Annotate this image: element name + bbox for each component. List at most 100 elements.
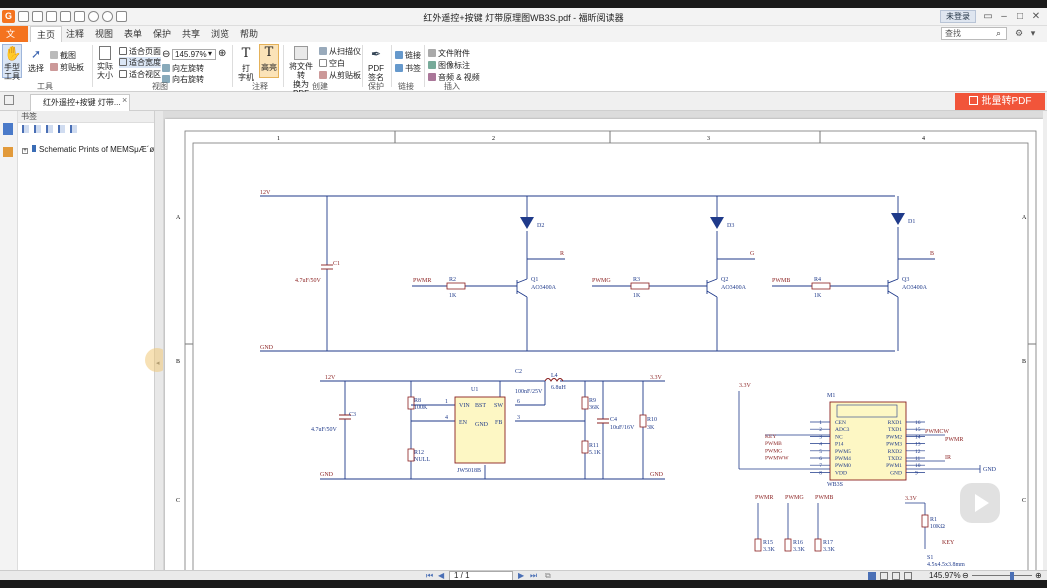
highlight-button[interactable]: T 高亮	[259, 44, 279, 78]
customize-icon[interactable]	[116, 11, 127, 22]
close-icon[interactable]: ✕	[1031, 11, 1041, 22]
search-input[interactable]: 查找	[941, 27, 1007, 40]
audio-video-button[interactable]: 音频 & 视频	[428, 72, 480, 83]
menu-file[interactable]: 文件	[0, 26, 28, 55]
batch-convert-button[interactable]: 批量转PDF	[955, 93, 1045, 110]
continuous-view-icon[interactable]	[880, 572, 888, 580]
cover-view-icon[interactable]	[904, 572, 912, 580]
resistor-r2	[446, 282, 466, 290]
bookmark-item[interactable]: +Schematic Prints of MEMSμÆ´ø.SchD	[22, 145, 176, 154]
zoom-out-icon[interactable]: ⊖	[162, 49, 171, 60]
file-attachment-button[interactable]: 文件附件	[428, 48, 470, 59]
fit-width-button[interactable]: 适合宽度	[119, 57, 161, 68]
zoom-dropdown-icon[interactable]: ▾	[208, 49, 213, 58]
vertical-scrollbar[interactable]	[1043, 111, 1047, 571]
document-tab[interactable]: 红外遥控+按键 灯带...	[30, 94, 130, 111]
prev-page-icon[interactable]: ◀	[438, 571, 445, 580]
divider	[232, 45, 233, 87]
minimize-icon[interactable]: –	[1001, 11, 1007, 22]
typewriter-button[interactable]: T 打 字机	[236, 46, 256, 82]
zoom-in-icon[interactable]: ⊕	[218, 48, 227, 59]
print-icon[interactable]	[46, 11, 57, 22]
open-icon[interactable]	[18, 11, 29, 22]
bookmark-demote-icon[interactable]	[70, 125, 77, 133]
login-button[interactable]: 未登录	[940, 10, 976, 23]
fit-visible-button[interactable]: 适合视区	[119, 69, 161, 80]
save-icon[interactable]	[32, 11, 43, 22]
chevron-down-icon[interactable]: ▾	[1030, 28, 1036, 38]
zoom-slider-thumb[interactable]	[1010, 572, 1014, 580]
panel-splitter[interactable]: ◂	[155, 111, 163, 580]
email-icon[interactable]	[60, 11, 71, 22]
buck-converter-wires	[320, 380, 665, 480]
search-icon[interactable]: ⌕	[996, 28, 1002, 38]
select-button[interactable]: ➚ 选择	[26, 46, 46, 73]
tab-list-icon[interactable]	[4, 95, 14, 105]
module-left-pin-number: 2	[819, 427, 822, 433]
zoom-out-icon[interactable]: ⊖	[962, 571, 969, 580]
module-right-pin-name: PWM2	[886, 434, 902, 440]
tab-close-icon[interactable]: ×	[122, 95, 128, 105]
tab-view[interactable]: 视图	[95, 29, 114, 39]
zoom-slider[interactable]	[972, 575, 1032, 576]
bookmark-delete-icon[interactable]	[46, 125, 53, 133]
facing-view-icon[interactable]	[892, 572, 900, 580]
create-group-label: 创建	[312, 82, 328, 91]
image-annotation-label: 图像标注	[438, 61, 470, 70]
settings-gear-icon[interactable]: ⚙	[1014, 28, 1024, 38]
fit-page-button[interactable]: 适合页面	[119, 46, 161, 57]
zoom-level-field[interactable]: 145.97%	[172, 49, 216, 60]
blank-button[interactable]: 空白	[319, 58, 345, 69]
new-icon[interactable]	[74, 11, 85, 22]
tab-share[interactable]: 共享	[182, 29, 201, 39]
tab-form[interactable]: 表单	[124, 29, 143, 39]
bookmark-button[interactable]: 书签	[395, 63, 421, 74]
actual-size-button[interactable]: 实际 大小	[95, 46, 115, 80]
bookmark-add-icon[interactable]	[34, 125, 41, 133]
fit-icon[interactable]: ⧉	[545, 571, 551, 580]
document-viewport[interactable]: 1 2 3 4 A B C A B C	[163, 111, 1043, 571]
next-page-icon[interactable]: ▶	[518, 571, 525, 580]
convert-icon	[968, 96, 978, 105]
tab-browse[interactable]: 浏览	[211, 29, 230, 39]
transistor-q1	[516, 278, 528, 298]
bookmarks-panel-icon[interactable]	[3, 123, 13, 135]
hand-tool-button[interactable]: ✋ 手型 工具	[2, 44, 22, 81]
restore-ribbon-icon[interactable]: ▭	[983, 11, 993, 22]
tab-comment[interactable]: 注释	[66, 29, 85, 39]
pdf-sign-button[interactable]: ✒ PDF 签名	[366, 46, 386, 82]
tab-protect[interactable]: 保护	[153, 29, 172, 39]
pages-panel-icon[interactable]	[3, 147, 13, 157]
last-page-icon[interactable]: ⏭	[530, 571, 538, 580]
link-label: 链接	[405, 51, 421, 60]
bookmark-promote-icon[interactable]	[58, 125, 65, 133]
status-bar: ⏮ ◀ 1 / 1 ▶ ⏭ ⧉ 145.97% ⊖ ⊕	[0, 570, 1047, 580]
first-page-icon[interactable]: ⏮	[426, 571, 434, 580]
bookmark-expand-icon[interactable]	[22, 125, 29, 133]
expand-plus-icon[interactable]: +	[22, 148, 28, 154]
page-number-field[interactable]: 1 / 1	[449, 571, 513, 580]
zoom-in-icon[interactable]: ⊕	[1035, 571, 1042, 580]
zoom-percentage: 145.97%	[929, 571, 961, 580]
image-annotation-button[interactable]: 图像标注	[428, 60, 470, 71]
undo-icon[interactable]	[88, 11, 99, 22]
maximize-icon[interactable]: □	[1016, 11, 1024, 22]
cursor-icon: ➚	[30, 47, 42, 61]
snapshot-button[interactable]: 截图	[50, 50, 76, 61]
video-play-overlay[interactable]	[960, 483, 1000, 523]
typewriter-icon: T	[241, 46, 251, 61]
single-page-view-icon[interactable]	[868, 572, 876, 580]
redo-icon[interactable]	[102, 11, 113, 22]
from-scanner-button[interactable]: 从扫描仪	[319, 46, 361, 57]
row-label: A	[1022, 215, 1027, 221]
link-button[interactable]: 链接	[395, 50, 421, 61]
clipboard-button[interactable]: 剪贴板	[50, 62, 84, 73]
tab-help[interactable]: 帮助	[240, 29, 259, 39]
divider	[283, 45, 284, 87]
from-clipboard-button[interactable]: 从剪贴板	[319, 70, 361, 81]
bookmark-ribbon-icon	[32, 145, 36, 152]
tab-home[interactable]: 主页	[30, 26, 63, 42]
rotate-left-button[interactable]: 向左旋转	[162, 63, 204, 74]
rotate-right-button[interactable]: 向右旋转	[162, 74, 204, 85]
